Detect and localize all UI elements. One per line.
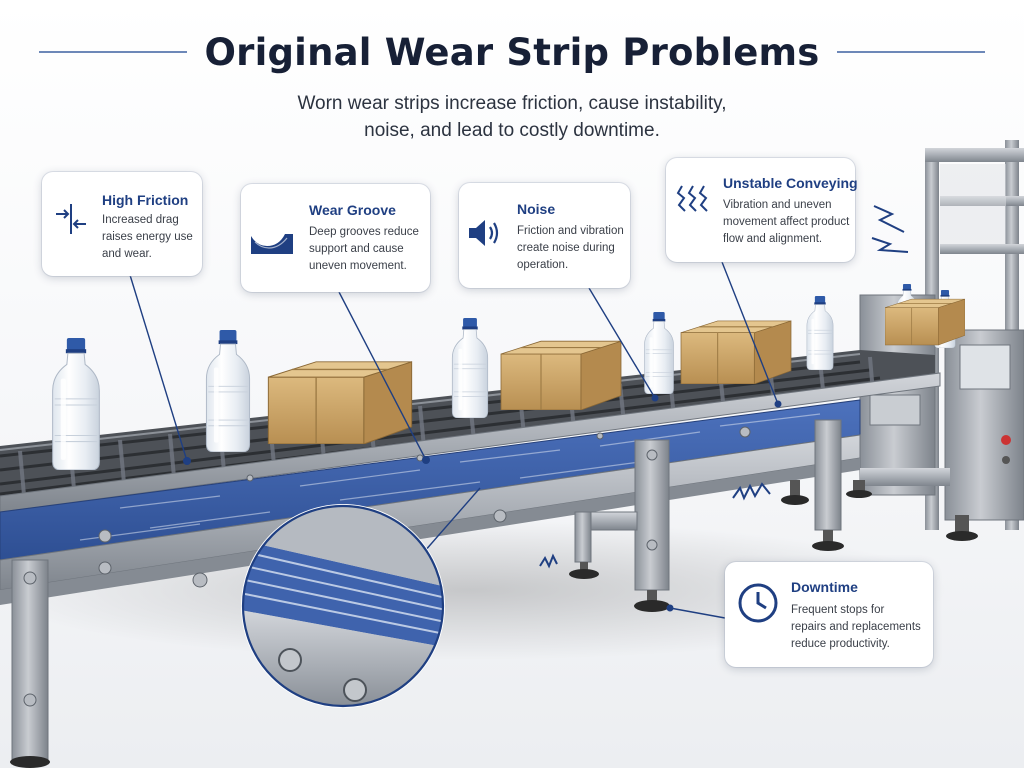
speaker-icon: [469, 220, 499, 246]
callout-line: flow and alignment.: [723, 233, 823, 245]
callout-line: create noise during: [517, 242, 615, 254]
callout-line: raises energy use: [102, 231, 193, 243]
wear-magnifier: [241, 504, 445, 708]
callout-title: High Friction: [102, 192, 189, 208]
page-title: Original Wear Strip Problems: [204, 30, 820, 74]
callout-line: uneven movement.: [309, 260, 407, 272]
header: Original Wear Strip Problems: [0, 22, 1024, 82]
callout-body: Frequent stops for repairs and replaceme…: [791, 602, 921, 653]
callout-downtime: Downtime Frequent stops for repairs and …: [725, 562, 933, 667]
title-rule-left: [38, 51, 187, 53]
callout-high-friction: High Friction Increased drag raises ener…: [42, 172, 202, 276]
callout-line: movement affect product: [723, 216, 850, 228]
callout-line: and wear.: [102, 248, 152, 260]
clock-icon: [738, 583, 778, 623]
callout-line: Frequent stops for: [791, 604, 885, 616]
subtitle-line: Worn wear strips increase friction, caus…: [297, 93, 727, 114]
callout-body: Vibration and uneven movement affect pro…: [723, 197, 849, 248]
callout-line: Deep grooves reduce: [309, 226, 419, 238]
callout-line: repairs and replacements: [791, 621, 921, 633]
callout-title: Unstable Conveying: [723, 175, 858, 191]
callout-body: Increased drag raises energy use and wea…: [102, 212, 193, 263]
opposing-arrows-friction-icon: [56, 204, 86, 234]
callout-title: Wear Groove: [309, 202, 396, 218]
callout-body: Deep grooves reduce support and cause un…: [309, 224, 419, 275]
vibration-wave-icon: [676, 185, 708, 212]
groove-profile-icon: [251, 234, 293, 254]
callout-title: Noise: [517, 201, 556, 217]
callout-body: Friction and vibration create noise duri…: [517, 223, 624, 274]
leader-lines: [129, 261, 779, 619]
title-rule-right: [837, 51, 986, 53]
subtitle-line: noise, and lead to costly downtime.: [364, 120, 660, 141]
callout-line: Friction and vibration: [517, 225, 624, 237]
callout-line: Increased drag: [102, 214, 179, 226]
conveyor: [0, 350, 941, 768]
callout-line: support and cause: [309, 243, 404, 255]
callout-wear-groove: Wear Groove Deep grooves reduce support …: [241, 184, 430, 292]
callout-unstable-conveying: Unstable Conveying Vibration and uneven …: [666, 158, 858, 262]
callout-line: Vibration and uneven: [723, 199, 832, 211]
callout-line: operation.: [517, 259, 569, 271]
page-subtitle: Worn wear strips increase friction, caus…: [262, 90, 762, 144]
callout-noise: Noise Friction and vibration create nois…: [459, 183, 630, 288]
vibration-marks: [539, 205, 909, 569]
callout-title: Downtime: [791, 579, 858, 595]
callout-line: reduce productivity.: [791, 638, 890, 650]
